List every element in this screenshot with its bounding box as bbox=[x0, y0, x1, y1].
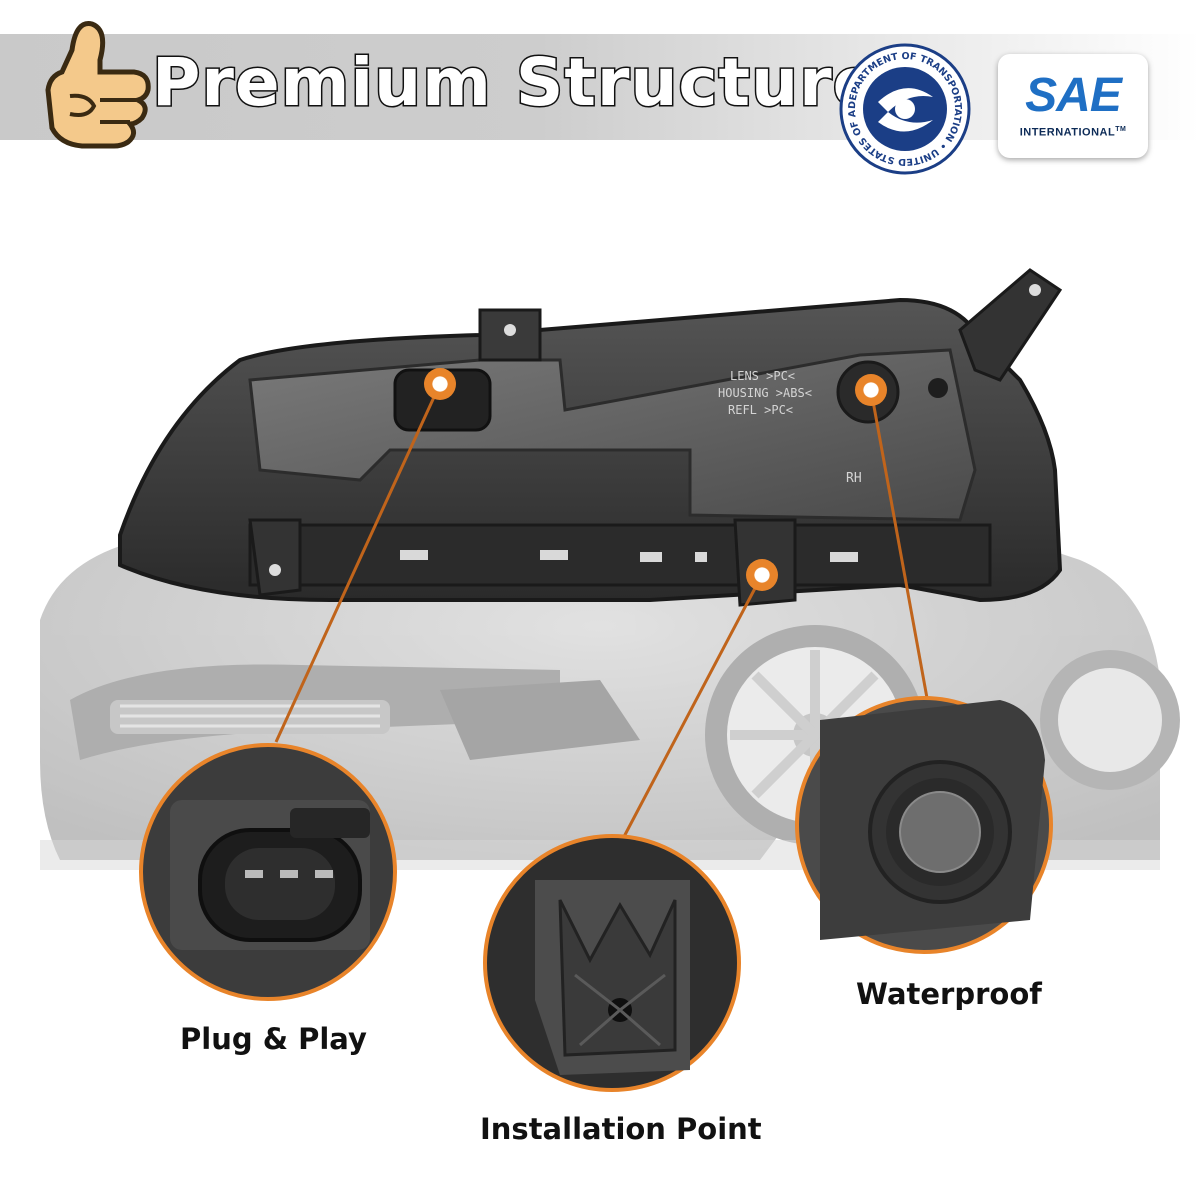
detail-installation-point bbox=[483, 834, 741, 1092]
callout-label-waterproof: Waterproof bbox=[856, 977, 1042, 1011]
marker-plug bbox=[424, 368, 456, 400]
leader-line-waterproof bbox=[869, 389, 929, 699]
thumbs-up-icon bbox=[45, 21, 151, 149]
marking-lens: LENS >PC< bbox=[730, 369, 795, 383]
sae-logo: SAE INTERNATIONALTM bbox=[998, 54, 1148, 158]
marking-housing: HOUSING >ABS< bbox=[718, 386, 812, 400]
callout-markers bbox=[424, 368, 887, 591]
detail-plug-and-play bbox=[139, 743, 397, 1001]
sae-logo-sub-text: INTERNATIONAL bbox=[1019, 126, 1116, 139]
marker-installation bbox=[746, 559, 778, 591]
callout-label-installation-point: Installation Point bbox=[480, 1112, 762, 1146]
callout-label-plug-and-play: Plug & Play bbox=[180, 1022, 367, 1056]
page-title: Premium Structure bbox=[150, 43, 879, 123]
marking-refl: REFL >PC< bbox=[728, 403, 793, 417]
sae-logo-tm: TM bbox=[1115, 126, 1127, 133]
callout-leader-lines bbox=[274, 383, 929, 849]
marker-waterproof bbox=[855, 374, 887, 406]
leader-line-installation bbox=[616, 574, 764, 849]
dot-seal-logo: DEPARTMENT OF TRANSPORTATION • UNITED ST… bbox=[838, 42, 971, 175]
marking-side: RH bbox=[846, 471, 862, 486]
housing-markings: LENS >PC< HOUSING >ABS< REFL >PC< RH bbox=[718, 369, 862, 486]
sae-logo-sub: INTERNATIONALTM bbox=[998, 126, 1148, 139]
leader-line-plug bbox=[274, 383, 442, 743]
sae-logo-main: SAE bbox=[1025, 69, 1122, 122]
detail-waterproof bbox=[795, 696, 1053, 954]
lamp-housing bbox=[118, 268, 1063, 607]
